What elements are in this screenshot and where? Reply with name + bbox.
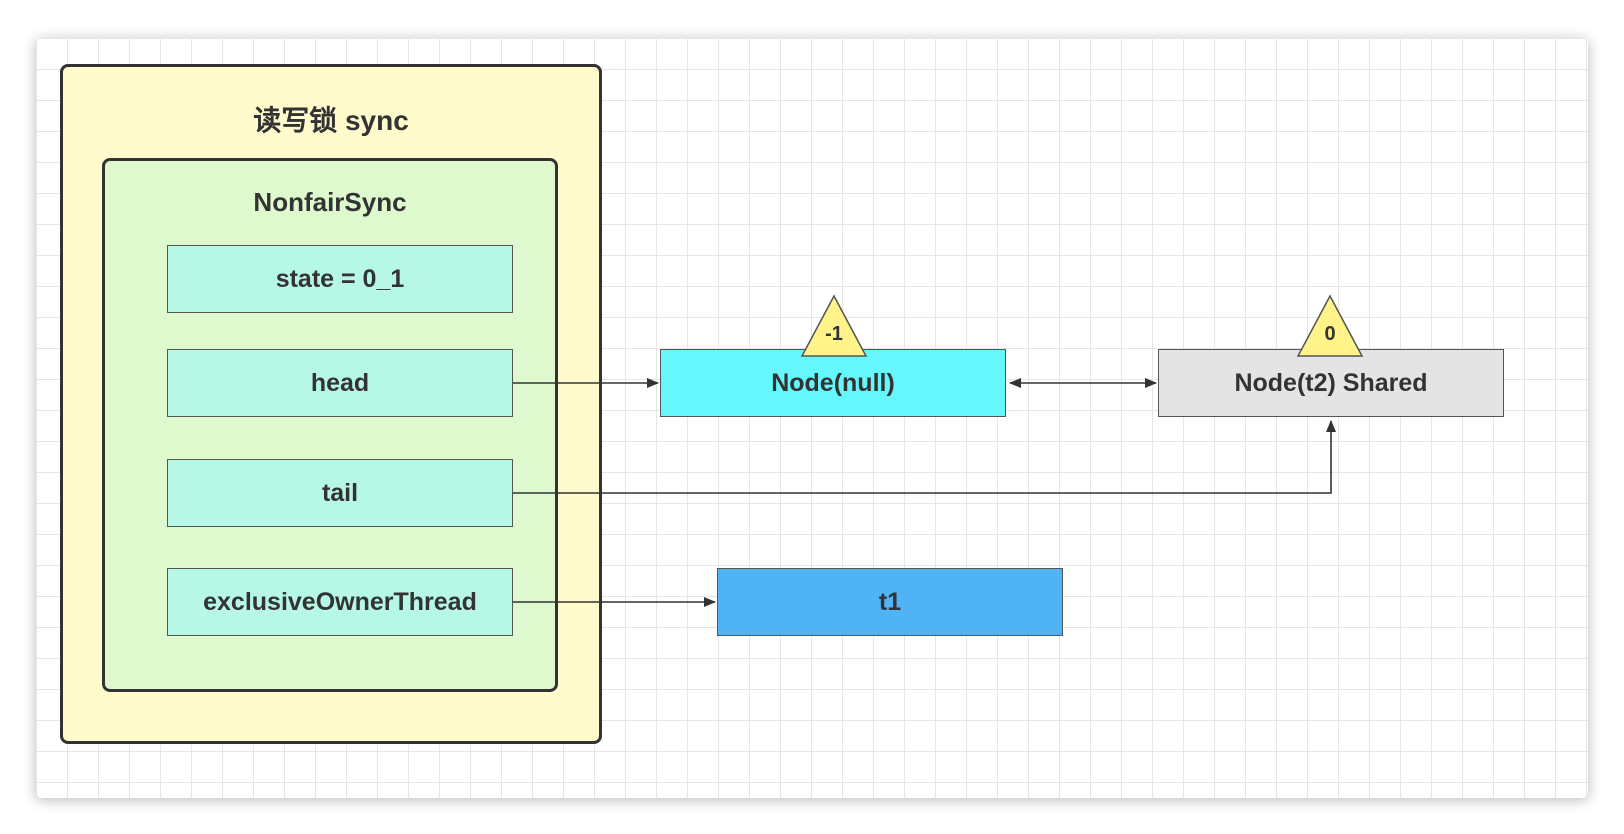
exclusive-owner-thread-label: exclusiveOwnerThread <box>203 587 477 616</box>
state-field: state = 0_1 <box>167 245 513 313</box>
owner-thread-box: t1 <box>717 568 1063 636</box>
tail-node-box: Node(t2) Shared <box>1158 349 1504 417</box>
head-field: head <box>167 349 513 417</box>
tail-field: tail <box>167 459 513 527</box>
exclusive-owner-thread-field: exclusiveOwnerThread <box>167 568 513 636</box>
tail-node-status-triangle <box>1296 294 1364 357</box>
head-node-status-triangle <box>800 294 868 357</box>
tail-field-label: tail <box>321 478 359 507</box>
tail-node-wait-status: 0 <box>1324 323 1336 345</box>
tail-node-label: Node(t2) Shared <box>1234 368 1428 397</box>
connectors-layer <box>513 294 1364 607</box>
head-node-box: Node(null) <box>660 349 1006 417</box>
head-node-label: Node(null) <box>771 368 895 397</box>
nonfair-sync-title: NonfairSync <box>253 187 407 217</box>
tail-to-node-arrow <box>513 420 1336 494</box>
head-field-label: head <box>310 368 370 397</box>
owner-thread-label: t1 <box>878 587 902 616</box>
head-node-wait-status: -1 <box>825 323 843 345</box>
state-field-label: state = 0_1 <box>275 264 405 293</box>
sync-container-title: 读写锁 sync <box>253 105 409 136</box>
diagram-canvas: 读写锁 sync NonfairSync state = 0_1 head ta… <box>36 38 1588 798</box>
